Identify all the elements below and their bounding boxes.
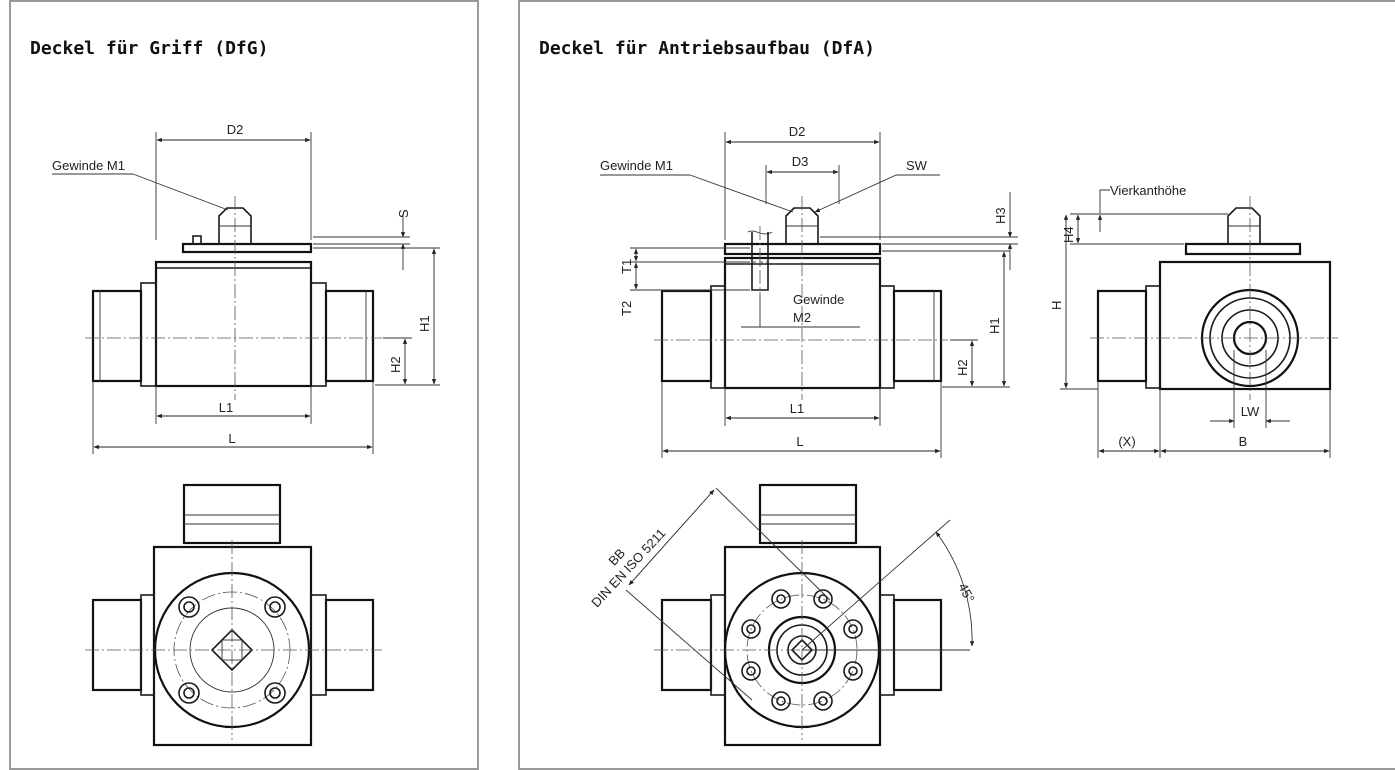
dim-label-x: (X): [1118, 434, 1135, 449]
dfg-front-view: D2 Gewinde M1 S H1 H2 L1 L: [52, 122, 440, 454]
label-thread-m1-dfa: Gewinde M1: [600, 158, 673, 173]
label-thread-m1: Gewinde M1: [52, 158, 125, 173]
top-body: [152, 545, 313, 747]
dim-label-h3: H3: [993, 207, 1008, 224]
dim-label-h1-dfa: H1: [987, 317, 1002, 334]
label-square-height: Vierkanthöhe: [1110, 183, 1186, 198]
cover-plate: [181, 242, 313, 254]
dim-label-h1: H1: [417, 315, 432, 332]
label-sw: SW: [906, 158, 928, 173]
dim-label-l1: L1: [219, 400, 233, 415]
port-left: [91, 289, 143, 383]
dfg-top-view: [85, 483, 382, 747]
dim-label-h2-dfa: H2: [955, 359, 970, 376]
dfa-front-view: D2 D3 Gewinde M1 SW H3 T1 T2 Gewinde M2: [600, 124, 1018, 458]
dim-label-d3: D3: [792, 154, 809, 169]
panel-title-dfa: Deckel für Antriebsaufbau (DfA): [539, 38, 875, 59]
dim-label-bb-standard: DIN EN ISO 5211: [588, 526, 668, 611]
label-thread-m2-line2: M2: [793, 310, 811, 325]
dfa-side-view: Vierkanthöhe H4 H LW (X) B: [1049, 183, 1338, 458]
dim-label-t1: T1: [619, 259, 634, 274]
label-thread-m2-line1: Gewinde: [793, 292, 844, 307]
panel-title-dfg: Deckel für Griff (DfG): [30, 38, 269, 59]
dim-label-h: H: [1049, 301, 1064, 310]
top-port: [182, 483, 282, 545]
dim-label-b: B: [1239, 434, 1248, 449]
dim-label-d2: D2: [227, 122, 244, 137]
dim-label-l1-dfa: L1: [790, 401, 804, 416]
square-stem: [210, 628, 254, 672]
dim-label-l: L: [228, 431, 235, 446]
dim-label-h4: H4: [1061, 226, 1076, 243]
dim-label-t2: T2: [619, 301, 634, 316]
valve-body: [154, 260, 313, 388]
dim-label-l-dfa: L: [796, 434, 803, 449]
port-right: [324, 289, 375, 383]
dim-label-angle: 45°: [955, 581, 977, 605]
dim-label-lw: LW: [1241, 404, 1260, 419]
dim-label-s: S: [396, 209, 411, 218]
dim-label-d2-dfa: D2: [789, 124, 806, 139]
dim-label-h2: H2: [388, 356, 403, 373]
dfa-top-view: BB DIN EN ISO 5211 45°: [588, 483, 978, 747]
